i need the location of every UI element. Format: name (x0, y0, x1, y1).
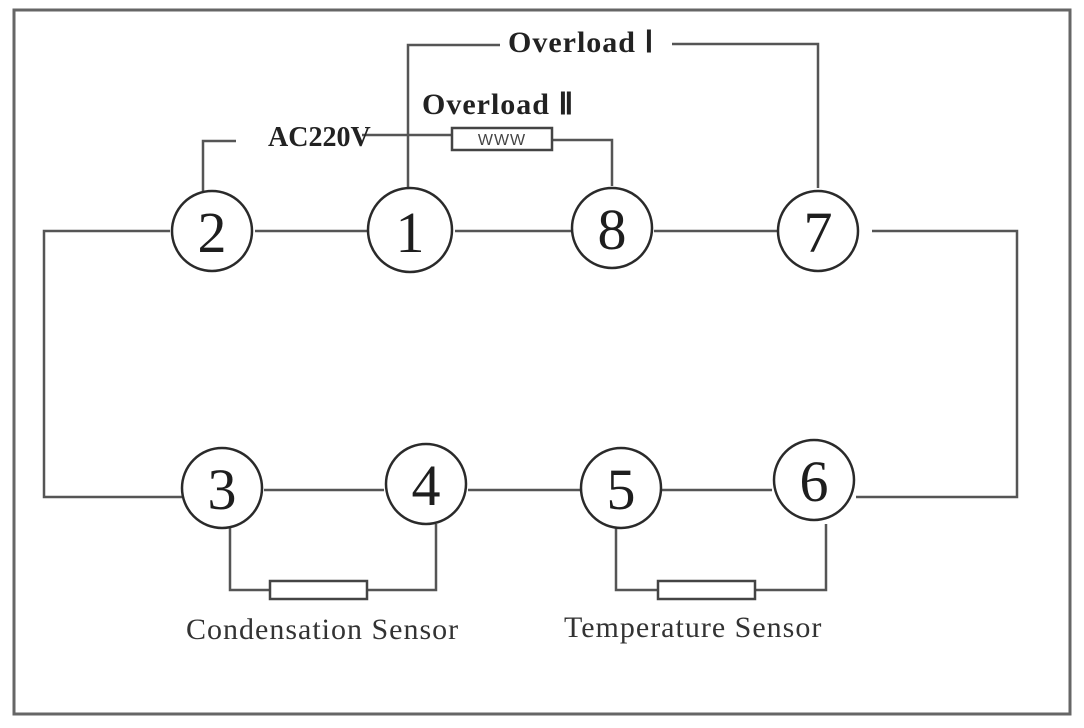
terminal-2-label: 2 (198, 200, 227, 265)
condensation-sensor-label: Condensation Sensor (186, 613, 459, 646)
wire-temperature-left (614, 527, 658, 592)
terminal-4-label: 4 (412, 453, 441, 518)
wire-overload-1-left (406, 43, 500, 187)
terminal-3: 3 (180, 446, 264, 530)
wire-overload-1-right (672, 42, 820, 188)
terminal-6-label: 6 (800, 449, 829, 514)
wire-2-3-left-loop (42, 229, 182, 499)
overload-1-label: Overload Ⅰ (508, 26, 654, 59)
temperature-sensor-label: Temperature Sensor (564, 611, 822, 644)
terminal-8: 8 (570, 186, 654, 270)
heater-mark: WWW (478, 132, 526, 149)
temperature-sensor-resistor (656, 579, 757, 601)
terminal-1: 1 (366, 186, 454, 274)
wire-temperature-right (755, 524, 828, 592)
wire-condensation-right (367, 524, 438, 592)
terminal-6: 6 (772, 438, 856, 522)
terminal-8-label: 8 (598, 197, 627, 262)
wire-heater-terminal-8 (552, 138, 614, 186)
terminal-7-label: 7 (804, 200, 833, 265)
overload-2-label: Overload Ⅱ (422, 88, 574, 121)
wire-ac-terminal-2 (201, 139, 236, 191)
terminal-1-label: 1 (396, 200, 425, 265)
wires (42, 42, 1019, 592)
terminal-7: 7 (776, 189, 860, 273)
terminal-3-label: 3 (208, 457, 237, 522)
wire-condensation-left (228, 528, 270, 592)
overload-2-heater (450, 126, 554, 152)
diagram-frame (12, 8, 1072, 716)
terminal-2: 2 (170, 189, 254, 273)
condensation-sensor-resistor (268, 579, 369, 601)
wire-7-6-right-loop (856, 229, 1019, 499)
terminal-5-label: 5 (607, 457, 636, 522)
terminal-4: 4 (384, 442, 468, 526)
terminal-5: 5 (579, 446, 663, 530)
power-label: AC220V (268, 122, 371, 153)
